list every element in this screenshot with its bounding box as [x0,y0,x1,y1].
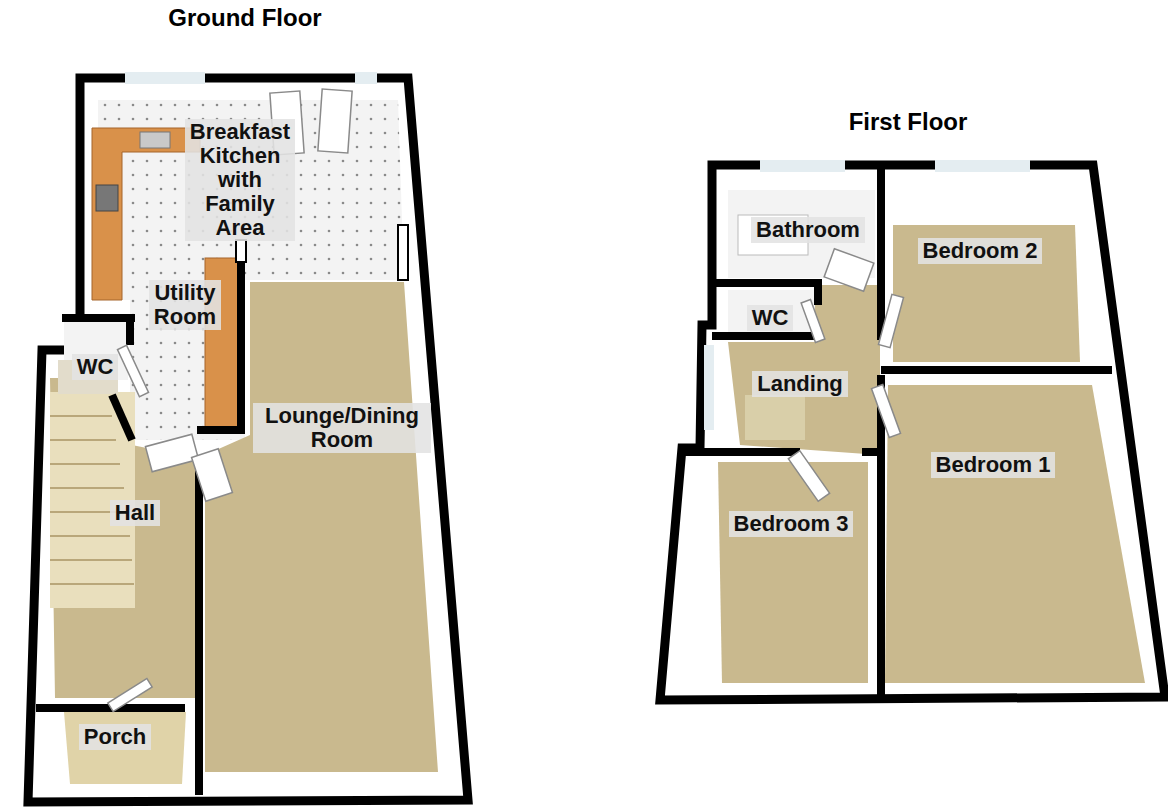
floor-heading: Ground Floor [168,4,321,32]
room-name: Porch [84,725,146,749]
room-name: Hall [115,501,155,525]
room-name: WC [77,355,114,379]
room-name: Bedroom 1 [936,453,1051,477]
room-name: Breakfast Kitchen with Family Area [190,120,290,241]
room-label: Utility Room [149,280,221,330]
room-name: Landing [757,372,843,396]
room-label: Landing [752,371,848,397]
room-label: Hall [110,500,160,526]
room-name: Bedroom 2 [923,239,1038,263]
room-name: Utility Room [154,281,216,329]
room-label: Bedroom 2 [918,238,1043,264]
room-name: Bathroom [756,218,860,242]
room-label: Bathroom [751,217,865,243]
room-label: WC [747,305,794,331]
floor-heading: First Floor [849,108,968,136]
room-name: Lounge/Dining Room [258,404,426,452]
room-label: Porch [79,724,151,750]
room-label: Lounge/Dining Room [253,403,431,453]
room-name: WC [752,306,789,330]
room-name: Bedroom 3 [734,512,849,536]
room-label: Bedroom 3 [729,511,854,537]
room-label: Breakfast Kitchen with Family Area [185,119,295,242]
room-label: WC [72,354,119,380]
room-label: Bedroom 1 [931,452,1056,478]
